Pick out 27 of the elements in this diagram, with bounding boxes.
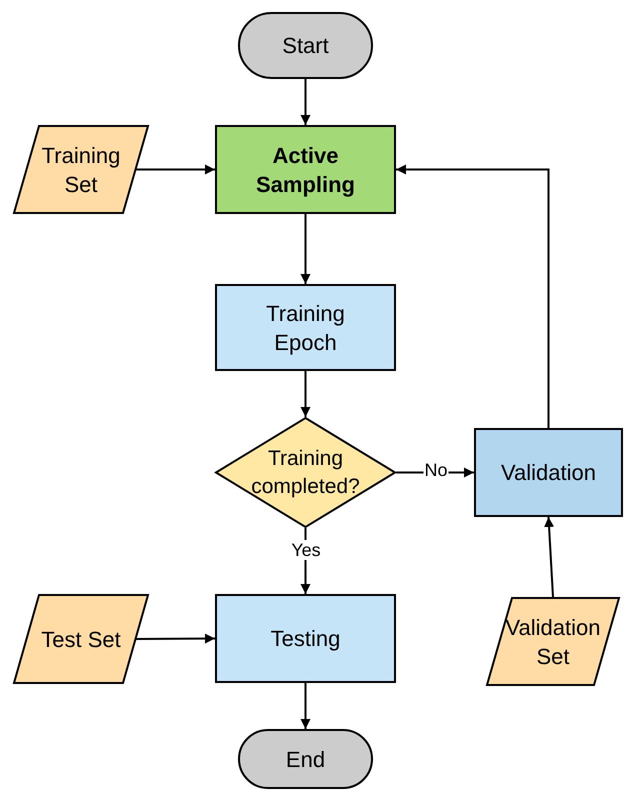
node-label: Training Epoch (265, 300, 346, 356)
arrow (300, 683, 310, 729)
data-parallelogram (486, 597, 620, 686)
arrow (300, 79, 310, 125)
arrow (544, 516, 554, 598)
arrow (136, 634, 215, 644)
decision-diamond (215, 417, 396, 528)
process-box (215, 594, 396, 683)
node-label: Training Set (40, 142, 122, 198)
data-parallelogram (13, 594, 149, 684)
process-box (215, 284, 396, 371)
node-label: Testing (270, 625, 340, 653)
node-label: Active Sampling (254, 142, 356, 198)
arrow (300, 214, 310, 284)
arrow (136, 164, 215, 174)
process-box (474, 428, 623, 517)
arrow (396, 164, 550, 428)
node-label: Validation Set (504, 614, 602, 670)
node-label: Test Set (41, 626, 121, 654)
arrow (300, 371, 310, 417)
node-label: End (286, 746, 326, 774)
node-label: Training completed? (250, 446, 361, 500)
node-label: Start (282, 32, 329, 60)
node-label: Validation (501, 459, 596, 487)
process-box (215, 125, 396, 214)
edge-label: Yes (290, 540, 322, 560)
data-parallelogram (13, 125, 149, 214)
